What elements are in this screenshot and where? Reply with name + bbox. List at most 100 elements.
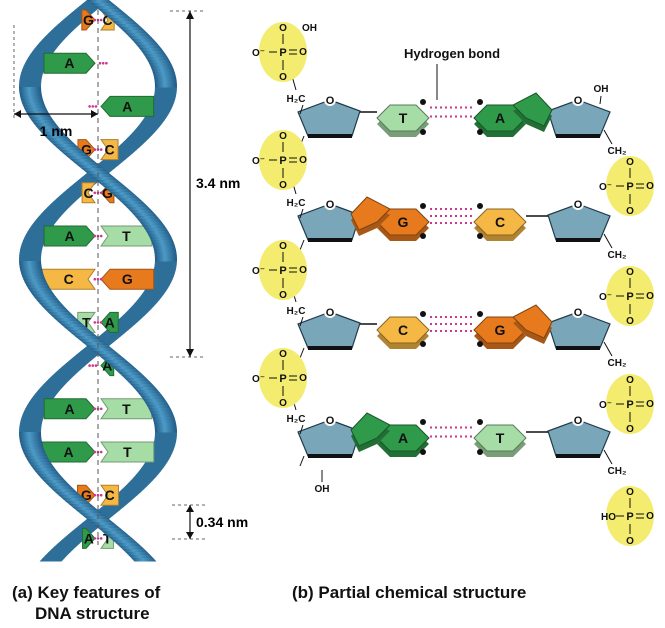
strand-1-segment	[34, 297, 59, 301]
strand-1-segment	[31, 294, 57, 298]
strand-1-segment	[128, 36, 154, 40]
strand-2-segment	[150, 276, 174, 280]
strand-1-segment	[20, 270, 44, 274]
strand-2-segment	[129, 210, 155, 214]
oxygen-atom: O	[626, 375, 634, 386]
strand-2-segment	[128, 306, 155, 310]
strand-2-segment	[21, 69, 45, 73]
strand-1-segment	[47, 204, 73, 208]
base-five-ring	[350, 196, 391, 231]
strand-1-segment	[140, 465, 166, 469]
strand-2-segment	[21, 414, 45, 418]
strand-2-segment	[151, 273, 175, 277]
helix-base-letter: A	[84, 530, 94, 546]
strand-2-segment	[21, 447, 45, 451]
strand-1-segment	[42, 555, 68, 559]
strand-2-segment	[21, 102, 46, 106]
strand-2-segment	[116, 318, 143, 322]
h2c-group: H₂C	[287, 94, 306, 105]
strand-2-segment	[27, 114, 52, 118]
strand-1-segment	[111, 366, 138, 370]
strand-1-segment	[133, 474, 159, 478]
oxygen-atom: O	[299, 373, 307, 384]
atom-dot	[477, 129, 483, 135]
strand-1-segment	[127, 480, 154, 484]
strand-1-segment	[82, 342, 109, 346]
atom-dot	[420, 129, 426, 135]
strand-2-segment	[42, 36, 68, 40]
helix-hbond-dot	[93, 234, 97, 238]
base-letter: G	[398, 214, 409, 230]
one-nm-label: 1 nm	[40, 123, 73, 139]
strand-1-segment	[78, 339, 105, 343]
strand-1-segment	[121, 486, 148, 490]
oxygen-atom: O	[646, 291, 654, 302]
helix-hbond-dot	[91, 364, 95, 367]
atom-dot	[477, 203, 483, 209]
strand-2-segment	[33, 393, 58, 397]
strand-2-segment	[48, 486, 75, 490]
bond	[299, 316, 304, 327]
phosphorus-atom: P	[626, 291, 633, 303]
strand-2-segment	[150, 240, 175, 244]
caption-b: (b) Partial chemical structure	[292, 583, 527, 602]
right-base-A: A	[473, 92, 553, 137]
strand-2-segment	[139, 222, 165, 226]
strand-2-segment	[19, 435, 42, 439]
strand-2-segment	[37, 474, 63, 478]
oxygen-anion: O⁻	[599, 292, 612, 303]
bond	[603, 233, 613, 249]
strand-2-segment	[20, 417, 44, 421]
strand-2-segment	[56, 147, 82, 151]
strand-1-segment	[39, 558, 65, 562]
strand-1-segment	[31, 222, 57, 226]
strand-1-segment	[127, 381, 153, 385]
strand-1-segment	[107, 363, 134, 367]
left-sugar: O	[297, 94, 361, 138]
strand-2-segment	[137, 297, 162, 301]
strand-1-segment	[119, 27, 145, 31]
strand-2-segment	[80, 168, 108, 172]
strand-2-segment	[23, 453, 48, 457]
atom-dot	[477, 341, 483, 347]
strand-2-segment	[119, 315, 146, 319]
strand-1-segment	[54, 543, 81, 547]
strand-2-segment	[23, 408, 48, 412]
strand-2-segment	[72, 507, 99, 511]
ring-oxygen: O	[574, 199, 583, 211]
strand-2-segment	[62, 153, 89, 157]
right-sugar: O	[547, 198, 611, 242]
strand-1-segment	[132, 129, 158, 133]
ring-oxygen: O	[326, 95, 335, 107]
strand-2-segment	[105, 534, 132, 538]
strand-2-segment	[95, 180, 122, 184]
strand-2-segment	[75, 6, 102, 10]
strand-1-segment	[144, 402, 169, 406]
right-base-G: G	[473, 304, 553, 349]
bond	[299, 455, 305, 467]
strand-2-segment	[75, 510, 103, 514]
oxygen-atom: O	[626, 536, 634, 547]
strand-1-segment	[145, 57, 170, 61]
strand-2-segment	[19, 423, 43, 427]
ring-oxygen: O	[326, 307, 335, 319]
base-five-ring	[350, 412, 391, 447]
strand-1-segment	[57, 540, 84, 544]
strand-2-segment	[33, 123, 59, 127]
oxygen-anion: O⁻	[252, 374, 265, 385]
oxygen-atom: O	[299, 47, 307, 58]
left-base-T: T	[376, 104, 430, 137]
helix-base-pair: A	[88, 95, 155, 117]
strand-1-segment	[93, 351, 120, 355]
ring-oxygen: O	[326, 199, 335, 211]
helix-base-C	[100, 484, 119, 506]
ring-oxygen-bg	[572, 94, 584, 106]
strand-1-segment	[124, 483, 151, 487]
base-five-ring	[512, 92, 553, 127]
strand-1-segment	[75, 525, 102, 529]
helix-base-letter: G	[81, 487, 92, 503]
strand-2-segment	[32, 48, 57, 52]
strand-1-segment	[142, 399, 168, 403]
